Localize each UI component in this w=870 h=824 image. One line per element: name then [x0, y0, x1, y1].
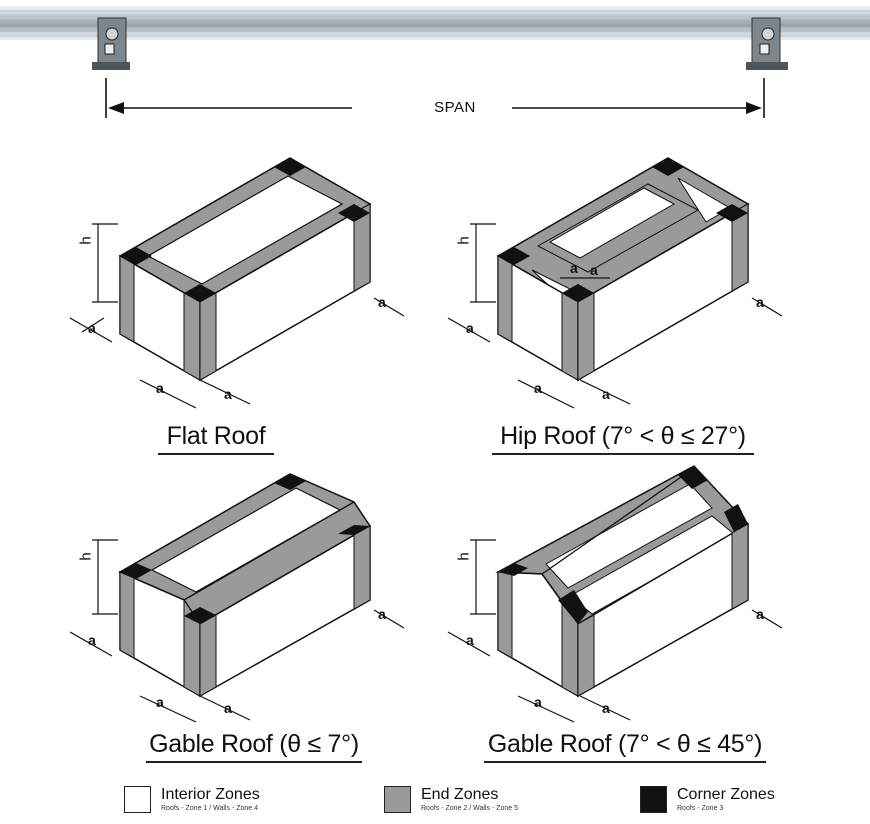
caption-gable-high-text: Gable Roof (7° < θ ≤ 45°)	[487, 730, 763, 758]
flat-roof-diagram	[118, 157, 372, 382]
caption-hip-roof: Hip Roof (7° < θ ≤ 27°)	[492, 422, 754, 455]
right-clamp	[746, 17, 788, 70]
dim-a-gable-high-3: a	[602, 700, 610, 716]
dim-a-flat-3: a	[224, 386, 232, 402]
legend-corner-subtitle: Roofs - Zone 3	[677, 805, 724, 812]
dim-a-hip-5: a	[570, 260, 578, 276]
span-arrow	[105, 78, 765, 118]
caption-gable-low: Gable Roof (θ ≤ 7°)	[146, 730, 362, 763]
legend-corner-swatch	[640, 786, 667, 813]
mounting-rail	[0, 6, 870, 40]
dim-a-flat-2: a	[156, 380, 164, 396]
dim-a-hip-2: a	[534, 380, 542, 396]
legend-interior-subtitle: Roofs - Zone 1 / Walls - Zone 4	[161, 805, 258, 812]
dim-a-hip-1: a	[466, 320, 474, 336]
legend-end-subtitle: Roofs - Zone 2 / Walls - Zone 5	[421, 805, 518, 812]
dim-h-flat: h	[77, 236, 95, 245]
dimension-marks	[69, 223, 783, 723]
caption-flat-roof-text: Flat Roof	[166, 422, 266, 450]
dim-a-flat-1: a	[88, 320, 96, 336]
caption-underline	[492, 453, 754, 455]
caption-gable-high: Gable Roof (7° < θ ≤ 45°)	[484, 730, 766, 763]
dim-a-gable-low-4: a	[378, 606, 386, 622]
caption-underline	[146, 761, 362, 763]
caption-underline	[158, 453, 274, 455]
gable-low-diagram	[118, 473, 372, 698]
dim-a-hip-6: a	[590, 262, 598, 278]
hip-roof-diagram	[496, 157, 750, 382]
dim-a-flat-4: a	[378, 294, 386, 310]
gable-high-diagram	[495, 465, 750, 698]
legend-corner-title: Corner Zones	[677, 786, 775, 803]
dim-h-gable-low: h	[77, 552, 95, 561]
dim-h-gable-high: h	[455, 552, 473, 561]
dim-a-gable-low-2: a	[156, 694, 164, 710]
legend-end-zones: End Zones Roofs - Zone 2 / Walls - Zone …	[384, 786, 518, 813]
legend-corner-zones: Corner Zones Roofs - Zone 3	[640, 786, 775, 813]
legend-interior-zones: Interior Zones Roofs - Zone 1 / Walls - …	[124, 786, 260, 813]
legend-interior-title: Interior Zones	[161, 786, 260, 803]
caption-gable-low-text: Gable Roof (θ ≤ 7°)	[149, 730, 359, 758]
dim-h-hip: h	[455, 236, 473, 245]
dim-a-hip-3: a	[602, 386, 610, 402]
dim-a-gable-low-3: a	[224, 700, 232, 716]
caption-flat-roof: Flat Roof	[158, 422, 274, 455]
dim-a-hip-4: a	[756, 294, 764, 310]
span-label: SPAN	[434, 99, 476, 116]
legend-end-title: End Zones	[421, 786, 499, 803]
dim-a-gable-low-1: a	[88, 632, 96, 648]
caption-hip-roof-text: Hip Roof (7° < θ ≤ 27°)	[500, 422, 746, 450]
legend-interior-swatch	[124, 786, 151, 813]
dim-a-gable-high-2: a	[534, 694, 542, 710]
legend-end-swatch	[384, 786, 411, 813]
dim-a-gable-high-4: a	[756, 606, 764, 622]
left-clamp	[92, 17, 130, 70]
caption-underline	[484, 761, 766, 763]
dim-a-gable-high-1: a	[466, 632, 474, 648]
